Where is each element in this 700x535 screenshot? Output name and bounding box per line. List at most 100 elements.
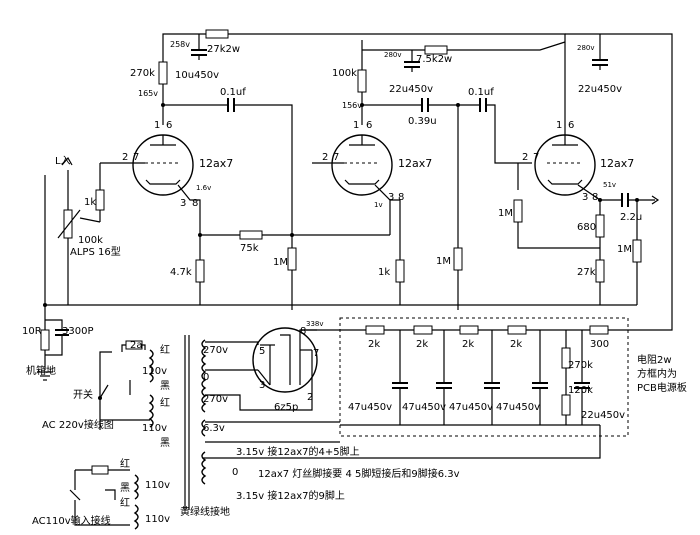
label-r-pin5: 5 (259, 346, 265, 357)
label-black2: 黑 (160, 437, 170, 449)
label-tube1: 12ax7 (199, 157, 233, 170)
label-1m-b: 1M (436, 256, 451, 267)
resistor-1m-s1 (287, 247, 297, 271)
resistor-680 (595, 214, 605, 238)
labels: 258v 27k2w 10u450v 270k 165v 0.1uf 1 6 2… (22, 40, 687, 527)
label-100k: 100k (78, 235, 103, 246)
label-s2-vtop: 280v (384, 51, 402, 59)
label-1m-a: 1M (273, 257, 288, 268)
label-7-5k: 7.5k2w (416, 54, 452, 65)
label-4-7k: 4.7k (170, 267, 192, 278)
label-pcb-1: 电阻2w (637, 353, 672, 366)
label-270v-a: 270v (203, 345, 228, 356)
resistor-1m-out (632, 239, 642, 263)
label-black3: 黑 (120, 482, 130, 494)
label-0-39u: 0.39u (408, 116, 437, 127)
label-heater-0: 0 (232, 467, 238, 478)
label-tube2: 12ax7 (398, 157, 432, 170)
label-chassis-ground: 机箱地 (26, 364, 56, 377)
label-pin3-c: 3 (582, 192, 588, 203)
label-heater-b: 3.15v 接12ax7的9脚上 (236, 489, 345, 502)
label-pin1-a: 1 (154, 120, 160, 131)
label-black1: 黑 (160, 380, 170, 392)
label-pin7-c: 7 (533, 152, 539, 163)
label-6-3v: 6.3v (203, 423, 225, 434)
resistor-270k (158, 61, 168, 85)
label-red4: 红 (120, 496, 130, 509)
label-110v-3: 110v (145, 480, 170, 491)
label-0-1uf-b: 0.1uf (468, 87, 494, 98)
primary-110-b (133, 504, 139, 530)
label-10r: 10R (22, 326, 42, 337)
rectifier-6z5p (252, 327, 318, 393)
resistor-10r (40, 329, 50, 351)
label-pin3-b: 3 (388, 192, 394, 203)
label-270v-b: 270v (203, 394, 228, 405)
label-pin3-a: 3 (180, 198, 186, 209)
label-input-l: L入 (55, 156, 71, 167)
label-fc3: 47u450v (449, 402, 493, 413)
label-27k: 27k (577, 267, 596, 278)
label-heater-note: 12ax7 灯丝脚接要 4 5脚短接后和9脚接6.3v (258, 467, 460, 480)
resistor-7k5 (424, 45, 448, 55)
label-pin6-a: 6 (166, 120, 172, 131)
label-2-2u: 2.2u (620, 212, 642, 223)
label-pin8-b: 8 (398, 192, 404, 203)
label-156v: 156v (342, 101, 362, 110)
label-fr4: 2k (510, 339, 522, 350)
label-6z5p: 6z5p (274, 402, 298, 413)
label-1m-c: 1M (498, 208, 513, 219)
label-270k: 270k (130, 68, 155, 79)
fuse-110 (91, 465, 109, 475)
label-r-pin8: 8 (300, 326, 306, 337)
resistor-27k (595, 259, 605, 283)
label-pin8-a: 8 (192, 198, 198, 209)
label-fc1: 47u450v (348, 402, 392, 413)
resistor-27k2w (205, 29, 229, 39)
resistor-4k7 (195, 259, 205, 283)
label-fr5: 300 (590, 339, 609, 350)
label-110v-4: 110v (145, 514, 170, 525)
label-r-pin2: 2 (307, 392, 313, 403)
resistor-100k (357, 69, 367, 93)
heater-coil (201, 451, 207, 485)
label-r-pin7: 7 (313, 348, 319, 359)
label-22u450v-b: 22u450v (578, 84, 622, 95)
secondary-hv-coil (201, 339, 207, 413)
bplus-rail (162, 29, 608, 120)
label-pin7-b: 7 (333, 152, 339, 163)
secondary-63v-coil (201, 419, 207, 437)
resistor-1k-grid (95, 189, 105, 211)
primary-coil-2 (148, 394, 154, 428)
label-heater-a: 3.15v 接12ax7的4+5脚上 (236, 445, 360, 458)
power-supply (69, 33, 673, 530)
label-fc2: 47u450v (402, 402, 446, 413)
label-pin2-c: 2 (522, 152, 528, 163)
primary-coil-1 (148, 349, 154, 383)
label-fr3: 2k (462, 339, 474, 350)
fuse-2a (125, 340, 143, 350)
label-pcb-3: PCB电源板 (637, 381, 687, 394)
label-pin8-c: 8 (592, 192, 598, 203)
label-pin7-a: 7 (133, 152, 139, 163)
label-165v: 165v (138, 89, 158, 98)
label-tap0: 0 (203, 372, 209, 383)
pot-100k[interactable] (63, 209, 73, 239)
label-pin2-a: 2 (122, 152, 128, 163)
pcb-box (339, 317, 629, 437)
label-pin2-b: 2 (322, 152, 328, 163)
label-pin1-b: 1 (353, 120, 359, 131)
label-fr1: 2k (368, 339, 380, 350)
label-s1-vtop: 258v (170, 40, 190, 49)
label-r-pin3: 3 (259, 380, 265, 391)
label-ac110: AC110v输入接线 (32, 514, 111, 527)
label-pin6-b: 6 (366, 120, 372, 131)
label-338v: 338v (306, 320, 324, 328)
label-ac220: AC 220v接线图 (42, 418, 114, 431)
label-110v-2: 110v (142, 423, 167, 434)
label-75k: 75k (240, 243, 259, 254)
label-fc4: 47u450v (496, 402, 540, 413)
label-680: 680 (577, 222, 596, 233)
label-red3: 红 (120, 457, 130, 470)
